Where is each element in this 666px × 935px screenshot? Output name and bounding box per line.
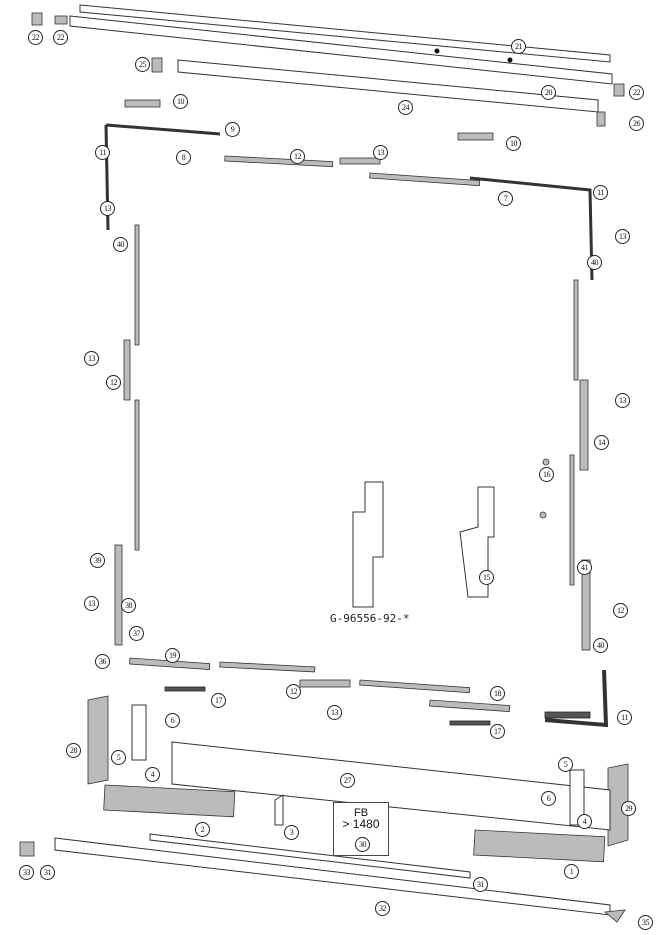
part-label: 32 (375, 901, 390, 916)
part-label: 20 (541, 85, 556, 100)
runner-1 (473, 829, 606, 863)
part-label: 31 (40, 865, 55, 880)
handle-left (352, 481, 384, 608)
part-label: 16 (539, 467, 554, 482)
part-label: 26 (629, 116, 644, 131)
part-label: 13 (615, 229, 630, 244)
part-label: 6 (541, 791, 556, 806)
part-label: 5 (111, 750, 126, 765)
part-label: 11 (593, 185, 608, 200)
note-line1: FB (353, 807, 369, 819)
part-label: 35 (638, 915, 653, 930)
part-label: 13 (100, 201, 115, 216)
part-label: 2 (195, 822, 210, 837)
hinge-4a (131, 704, 147, 761)
top-rail-21 (69, 4, 613, 85)
part-label: 11 (95, 145, 110, 160)
part-label: 22 (53, 30, 68, 45)
part-label: 4 (145, 767, 160, 782)
part-label: 3 (284, 825, 299, 840)
bottom-strip-31 (149, 833, 471, 879)
screw-16b (539, 511, 547, 519)
part-label: 27 (340, 773, 355, 788)
part-label: 7 (498, 191, 513, 206)
part-label: 13 (615, 393, 630, 408)
bracket-3 (274, 794, 284, 826)
end-cap-22b (54, 15, 68, 25)
part-label: 13 (327, 705, 342, 720)
end-cap-22a (31, 12, 43, 26)
cover-27 (171, 741, 611, 831)
part-label: 8 (176, 150, 191, 165)
handle-right-15 (459, 486, 495, 598)
note-line2: > 1480 (342, 817, 380, 831)
part-35 (604, 909, 626, 923)
part-label: 39 (90, 553, 105, 568)
part-label: 19 (165, 648, 180, 663)
note-box: FB > 1480 30 (333, 802, 389, 856)
part-label: 13 (84, 596, 99, 611)
part-label: 24 (398, 100, 413, 115)
part-label: 1 (564, 864, 579, 879)
part-label: 9 (225, 122, 240, 137)
part-label: 28 (66, 743, 81, 758)
part-label: 12 (613, 603, 628, 618)
runner-2 (103, 784, 236, 818)
part-label: 13 (84, 351, 99, 366)
part-label: 12 (106, 375, 121, 390)
part-label: 11 (617, 710, 632, 725)
part-label: 22 (629, 85, 644, 100)
part-label: 14 (594, 435, 609, 450)
part-label: 37 (129, 626, 144, 641)
part-label: 38 (121, 598, 136, 613)
part-label: 15 (479, 570, 494, 585)
part-label: 40 (113, 237, 128, 252)
part-label: 40 (593, 638, 608, 653)
part-label: 17 (211, 693, 226, 708)
part-label: 25 (135, 57, 150, 72)
part-label: 31 (473, 877, 488, 892)
part-label: 18 (490, 686, 505, 701)
part-label: 36 (95, 654, 110, 669)
part-label: 5 (558, 757, 573, 772)
part-label: 33 (19, 865, 34, 880)
cover-28 (87, 695, 109, 785)
end-cap-33 (19, 841, 35, 857)
part-label: 13 (373, 145, 388, 160)
part-label-30: 30 (355, 837, 370, 852)
part-label: 40 (587, 255, 602, 270)
end-cap-22c (613, 83, 625, 97)
part-25 (151, 57, 163, 73)
part-label: 21 (511, 39, 526, 54)
part-label: 22 (28, 30, 43, 45)
part-label: 4 (577, 814, 592, 829)
part-label: 10 (173, 94, 188, 109)
frame-parts (104, 99, 609, 728)
part-label: 12 (286, 684, 301, 699)
part-label: 10 (506, 136, 521, 151)
part-label: 17 (490, 724, 505, 739)
part-label: 6 (165, 713, 180, 728)
part-label: 29 (621, 801, 636, 816)
screw-16a (542, 458, 550, 466)
clip-26 (596, 111, 606, 127)
part-label: 41 (577, 560, 592, 575)
part-label: 12 (290, 149, 305, 164)
drawing-code: G-96556-92-* (330, 612, 410, 625)
